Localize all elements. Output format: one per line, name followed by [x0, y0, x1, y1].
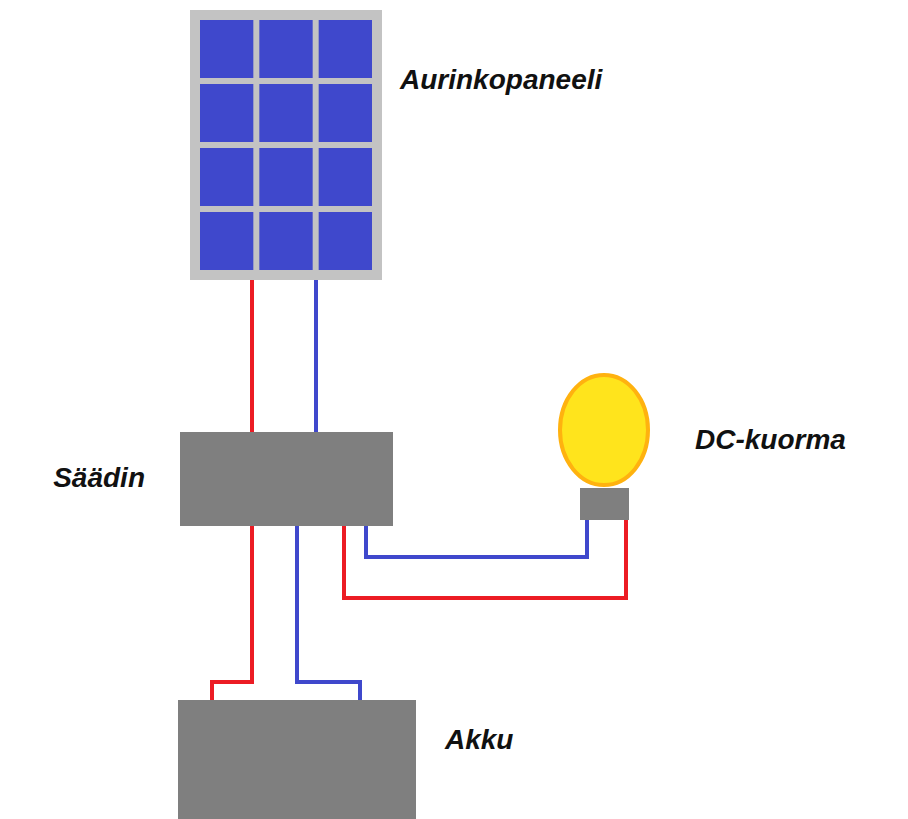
panel-cell [200, 148, 253, 206]
panel-cell [259, 20, 312, 78]
wire [297, 526, 360, 700]
box-body [178, 700, 416, 819]
panel-cell [319, 212, 372, 270]
panel-cell [319, 20, 372, 78]
panel-cell [259, 148, 312, 206]
panel-cell [319, 84, 372, 142]
panel-frame [190, 10, 382, 280]
solar-panel-shape [190, 10, 382, 280]
box-body [180, 432, 393, 526]
component-label: Aurinkopaneeli [400, 64, 602, 96]
controller-box: Säädin [180, 432, 393, 526]
solar-panel: Aurinkopaneeli [190, 10, 382, 280]
wire-pair [344, 520, 626, 598]
panel-cell [259, 84, 312, 142]
wire [366, 520, 587, 557]
component-label: DC-kuorma [695, 424, 846, 456]
panel-cell [200, 20, 253, 78]
wire [250, 280, 254, 432]
wire-pair [212, 526, 360, 700]
panel-cell [200, 84, 253, 142]
component-label: Säädin [53, 462, 145, 494]
lamp-load-shape [558, 372, 652, 520]
controller-box-shape [180, 432, 393, 526]
lamp-load: DC-kuorma [558, 372, 652, 520]
wire [314, 280, 318, 432]
wire [344, 520, 626, 598]
wire-pair [252, 280, 316, 432]
panel-cell [319, 148, 372, 206]
lamp-bulb [560, 375, 648, 485]
panel-cell [259, 212, 312, 270]
battery-box: Akku [178, 700, 416, 819]
panel-cell [200, 212, 253, 270]
battery-box-shape [178, 700, 416, 819]
wire [212, 526, 252, 700]
component-label: Akku [445, 724, 513, 756]
lamp-base [580, 488, 629, 520]
